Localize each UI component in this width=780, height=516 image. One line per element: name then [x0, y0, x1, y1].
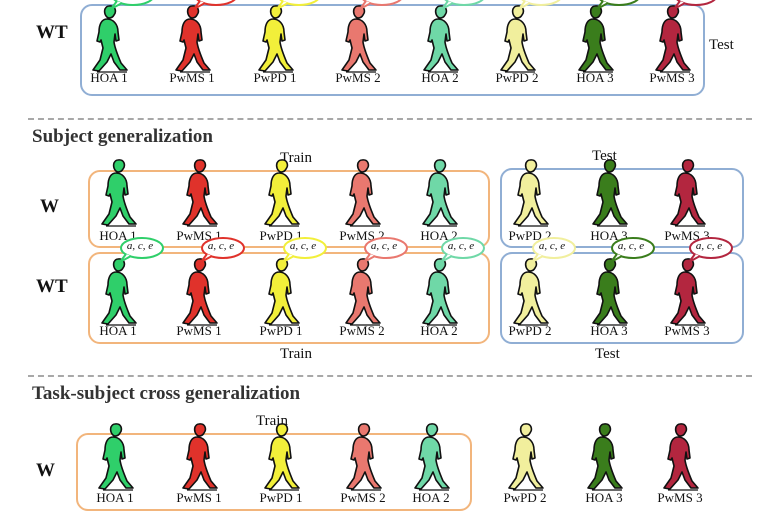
row-label-wt-top: WT [36, 22, 68, 43]
speech-bubble-subjwt-5: a, c, e [528, 237, 576, 263]
walker-figure-cross-0 [93, 420, 139, 492]
subject-label-top-1: PwMS 1 [169, 70, 215, 85]
subject-label-cross-5: PwPD 2 [503, 490, 547, 505]
subject-label-subjwt-3: PwMS 2 [339, 323, 385, 338]
subject-label-subjwt-1: PwMS 1 [176, 323, 222, 338]
walker-figure-top-0 [87, 2, 133, 74]
walker-figure-subjw-3 [340, 156, 386, 228]
divider-1 [28, 118, 752, 120]
speech-text-subjwt-5: a, c, e [538, 240, 566, 252]
speech-text-subjwt-1: a, c, e [207, 240, 235, 252]
walker-figure-top-1 [170, 2, 216, 74]
walker-figure-subjw-1 [177, 156, 223, 228]
walker-figure-top-5 [495, 2, 541, 74]
speech-bubble-top-6: a, c, e [593, 0, 641, 10]
subject-label-subjw-4: HOA 2 [420, 228, 458, 243]
walker-figure-subjwt-0 [96, 255, 142, 327]
speech-bubble-subjwt-1: a, c, e [197, 237, 245, 263]
walker-figure-cross-6 [582, 420, 628, 492]
subject-label-cross-0: HOA 1 [96, 490, 134, 505]
walker-figure-subjwt-7 [665, 255, 711, 327]
subject-label-subjw-0: HOA 1 [99, 228, 137, 243]
walker-figure-subjw-2 [259, 156, 305, 228]
subject-label-cross-6: HOA 3 [585, 490, 623, 505]
walker-figure-subjwt-3 [340, 255, 386, 327]
speech-text-subjwt-3: a, c, e [370, 240, 398, 252]
train-label-top: Train [280, 150, 312, 166]
subject-label-top-7: PwMS 3 [649, 70, 695, 85]
section-title-task-subject-cross: Task-subject cross generalization [32, 383, 301, 404]
subject-label-subjwt-2: PwPD 1 [259, 323, 303, 338]
walker-figure-subjwt-1 [177, 255, 223, 327]
speech-text-subjwt-4: a, c, e [447, 240, 475, 252]
subject-label-cross-4: HOA 2 [412, 490, 450, 505]
walker-figure-cross-4 [409, 420, 455, 492]
walker-figure-cross-1 [177, 420, 223, 492]
speech-bubble-subjwt-3: a, c, e [360, 237, 408, 263]
row-label-wt-subj: WT [36, 276, 68, 297]
walker-figure-top-2 [253, 2, 299, 74]
subject-label-cross-3: PwMS 2 [340, 490, 386, 505]
subject-label-cross-2: PwPD 1 [259, 490, 303, 505]
speech-text-subjwt-6: a, c, e [617, 240, 645, 252]
subject-label-subjwt-7: PwMS 3 [664, 323, 710, 338]
test-label-bottom: Test [595, 346, 620, 362]
speech-bubble-top-4: a, c, e [438, 0, 486, 10]
speech-bubble-top-3: a, c, e [356, 0, 404, 10]
speech-bubble-subjwt-2: a, c, e [279, 237, 327, 263]
speech-text-subjwt-2: a, c, e [289, 240, 317, 252]
cross-w-train-box [76, 433, 472, 511]
walker-figure-cross-7 [658, 420, 704, 492]
speech-bubble-subjwt-4: a, c, e [437, 237, 485, 263]
subject-label-cross-1: PwMS 1 [176, 490, 222, 505]
speech-bubble-top-5: a, c, e [515, 0, 563, 10]
speech-bubble-top-2: a, c, e [273, 0, 321, 10]
walker-figure-subjwt-6 [587, 255, 633, 327]
speech-bubble-subjwt-7: a, c, e [685, 237, 733, 263]
subject-label-subjwt-5: PwPD 2 [508, 323, 552, 338]
subject-label-subjw-6: HOA 3 [590, 228, 628, 243]
top-test-box [80, 4, 705, 96]
walker-figure-subjw-4 [417, 156, 463, 228]
walker-figure-cross-3 [341, 420, 387, 492]
divider-2 [28, 375, 752, 377]
section-title-subject-generalization: Subject generalization [32, 126, 214, 147]
subject-label-top-4: HOA 2 [421, 70, 459, 85]
speech-bubble-top-0: a, c, e [107, 0, 155, 10]
walker-figure-subjw-6 [587, 156, 633, 228]
speech-bubble-top-7: a, c, e [670, 0, 718, 10]
subject-label-top-5: PwPD 2 [495, 70, 539, 85]
row-label-w-cross: W [36, 460, 55, 481]
subject-label-top-6: HOA 3 [576, 70, 614, 85]
subject-label-subjwt-0: HOA 1 [99, 323, 137, 338]
walker-figure-subjwt-4 [417, 255, 463, 327]
walker-figure-top-6 [573, 2, 619, 74]
walker-figure-cross-5 [503, 420, 549, 492]
walker-figure-subjw-0 [96, 156, 142, 228]
speech-bubble-subjwt-0: a, c, e [116, 237, 164, 263]
speech-text-subjwt-7: a, c, e [695, 240, 723, 252]
walker-figure-top-7 [650, 2, 696, 74]
train-label-bottom: Train [280, 346, 312, 362]
walker-figure-subjw-5 [508, 156, 554, 228]
subject-label-top-2: PwPD 1 [253, 70, 297, 85]
subject-label-subjwt-4: HOA 2 [420, 323, 458, 338]
speech-bubble-top-1: a, c, e [190, 0, 238, 10]
walker-figure-subjw-7 [665, 156, 711, 228]
walker-figure-cross-2 [259, 420, 305, 492]
top-test-label: Test [709, 37, 734, 53]
speech-bubble-subjwt-6: a, c, e [607, 237, 655, 263]
walker-figure-subjwt-2 [259, 255, 305, 327]
speech-text-subjwt-0: a, c, e [126, 240, 154, 252]
walker-figure-top-4 [418, 2, 464, 74]
walker-figure-subjwt-5 [508, 255, 554, 327]
subject-label-top-0: HOA 1 [90, 70, 128, 85]
walker-figure-top-3 [336, 2, 382, 74]
subject-label-subjwt-6: HOA 3 [590, 323, 628, 338]
row-label-w-subj: W [40, 196, 59, 217]
subject-label-top-3: PwMS 2 [335, 70, 381, 85]
subject-label-cross-7: PwMS 3 [657, 490, 703, 505]
